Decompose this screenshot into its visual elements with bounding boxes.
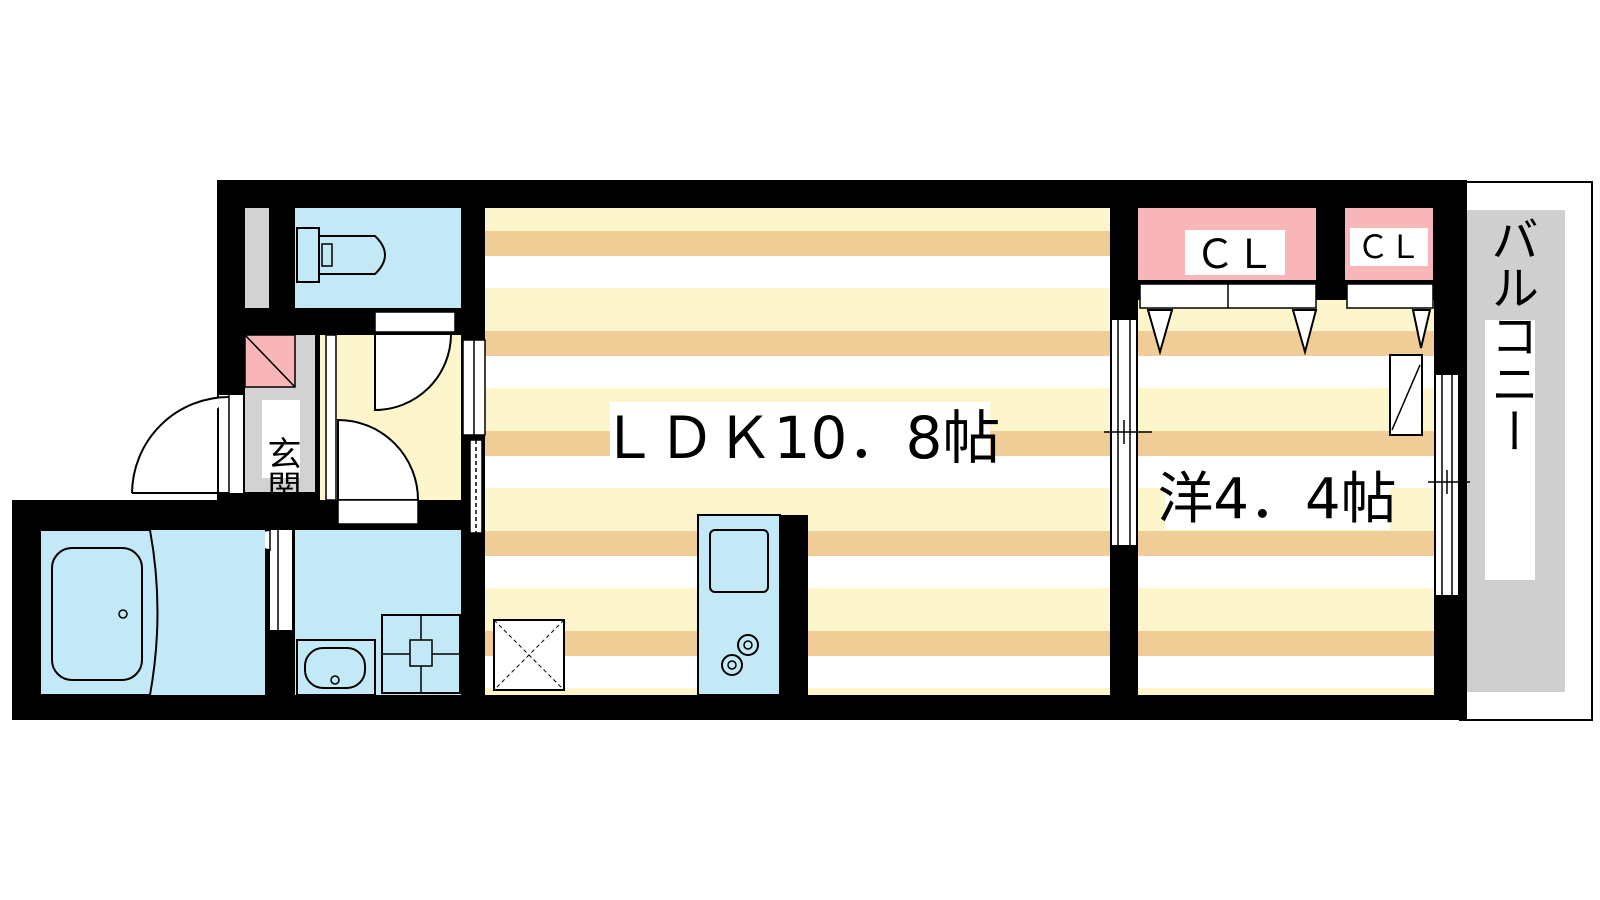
toilet-room	[295, 208, 461, 308]
closet-large: ＣＬ	[1138, 208, 1318, 356]
shoe-storage-icon	[244, 334, 296, 388]
bathroom	[39, 529, 265, 696]
partition-door	[1104, 320, 1152, 545]
entrance-label: 玄関	[261, 436, 301, 504]
balcony: バルコニー	[1459, 181, 1593, 721]
entrance-door	[131, 395, 243, 494]
bathtub-icon	[39, 529, 159, 696]
hallway	[320, 311, 486, 534]
entrance: 玄関	[131, 334, 315, 504]
kitchen-counter	[697, 514, 808, 696]
washbasin-icon	[296, 639, 376, 696]
closet-small: ＣＬ	[1345, 208, 1434, 349]
washing-machine-icon	[381, 614, 461, 694]
balcony-window	[1428, 375, 1470, 595]
closet-large-label: ＣＬ	[1195, 232, 1275, 278]
closet-small-label: ＣＬ	[1357, 228, 1421, 266]
ldk-label: ＬＤＫ10．8帖	[600, 404, 1001, 472]
aircon-mark	[1389, 354, 1423, 436]
western-room-label: 洋4．4帖	[1157, 467, 1396, 532]
toilet-icon	[296, 227, 386, 283]
balcony-label: バルコニー	[1482, 215, 1538, 455]
stove-icon	[721, 634, 759, 676]
western-room: 洋4．4帖	[1138, 300, 1434, 695]
sink-icon	[709, 529, 769, 593]
refrigerator-space-icon	[493, 619, 565, 691]
pipe-space	[245, 208, 269, 308]
